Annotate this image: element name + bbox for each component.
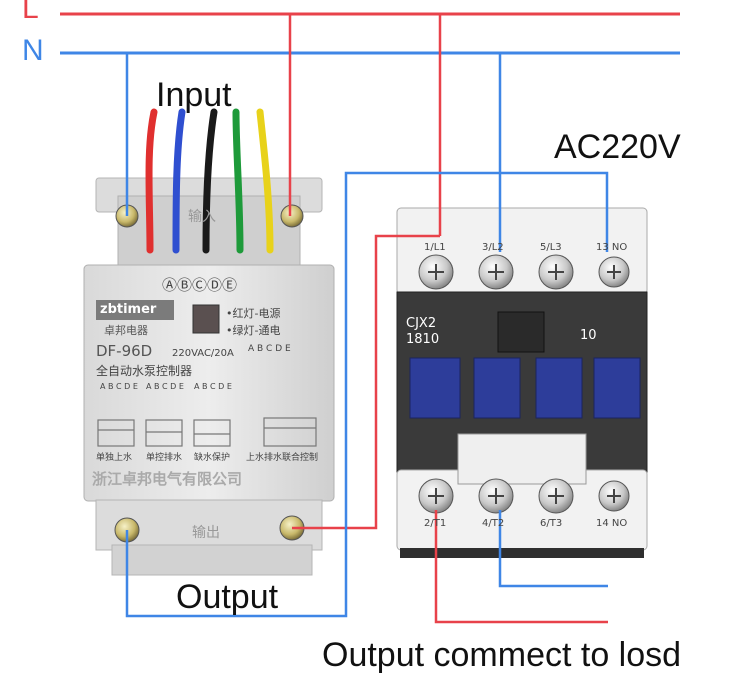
blue-wiring xyxy=(125,53,609,618)
controller-mode-4: 上水排水联合控制 xyxy=(246,453,319,463)
output-label: Output xyxy=(176,578,279,616)
contactor-code: 1810 xyxy=(406,332,440,347)
controller-output-mark: 输出 xyxy=(192,525,220,541)
controller-brand-cn: 卓邦电器 xyxy=(104,324,148,337)
contactor-top-1: 1/L1 xyxy=(424,242,446,253)
input-wires xyxy=(145,108,274,254)
controller-mode-letters-2: A B C D E xyxy=(146,382,184,391)
neutral-label: N xyxy=(22,34,44,67)
contactor-model: CJX2 xyxy=(406,316,437,331)
controller-subtitle: 全自动水泵控制器 xyxy=(96,364,193,378)
contactor-number: 10 xyxy=(580,328,597,343)
contactor-bottom-1: 2/T1 xyxy=(424,518,447,529)
controller-mode-3: 缺水保护 xyxy=(194,453,231,463)
wire-blue xyxy=(172,108,186,254)
contactor xyxy=(396,207,648,558)
wire-green xyxy=(232,108,244,254)
controller-model: DF-96D xyxy=(96,342,153,360)
controller-out-to-13NO xyxy=(125,171,609,618)
controller-company: 浙江卓邦电气有限公司 xyxy=(92,470,243,488)
controller-input-mark: 输入 xyxy=(188,209,216,225)
controller-mode-letters-1: A B C D E xyxy=(100,382,138,391)
contactor-bottom-2: 4/T2 xyxy=(482,518,505,529)
load-label: Output commect to losd xyxy=(322,636,682,674)
voltage-label: AC220V xyxy=(554,128,681,166)
controller-to-A1 xyxy=(292,234,440,530)
controller-terminal-in-2 xyxy=(280,204,304,228)
controller-mode-top: A B C D E xyxy=(248,344,291,354)
controller-led-red: •红灯-电源 xyxy=(226,307,281,320)
controller-mode-1: 单独上水 xyxy=(96,453,133,463)
contactor-top-3: 5/L3 xyxy=(540,242,562,253)
live-label: L xyxy=(22,0,39,25)
contactor-top-2: 3/L2 xyxy=(482,242,504,253)
controller-terminal-letters: ⒶⒷⒸⒹⒺ xyxy=(162,276,238,294)
contactor-top-4: 13 NO xyxy=(596,242,628,253)
T2-to-load xyxy=(498,510,608,588)
wire-black xyxy=(202,108,218,254)
wire-red xyxy=(145,108,158,254)
contactor-bottom-3: 6/T3 xyxy=(540,518,563,529)
controller-rating: 220VAC/20A xyxy=(172,348,234,359)
controller-brand: zbtimer xyxy=(100,302,157,317)
controller-led-green: •绿灯-通电 xyxy=(226,324,281,337)
red-wiring xyxy=(288,14,608,624)
input-label: Input xyxy=(156,76,232,114)
wire-yellow xyxy=(256,108,274,254)
controller-mode-2: 单控排水 xyxy=(146,453,183,463)
controller-mode-letters-3: A B C D E xyxy=(194,382,232,391)
contactor-bottom-4: 14 NO xyxy=(596,518,628,529)
T1-to-load xyxy=(434,510,608,624)
